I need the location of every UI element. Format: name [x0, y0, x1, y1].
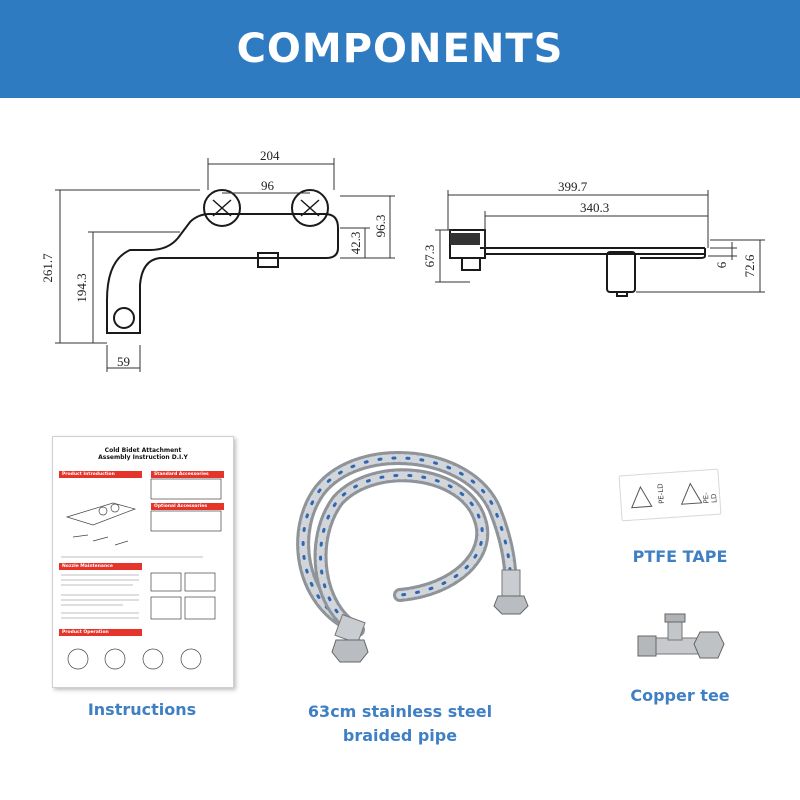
dim-width-inner: 96 [261, 178, 275, 193]
pipe-fitting-right [493, 569, 529, 615]
title-banner: COMPONENTS [0, 0, 800, 98]
section-optional-accessories: Optional Accessories [151, 503, 224, 510]
dim-height-arm: 194.3 [74, 273, 89, 302]
technical-drawings: 204 96 261.7 194.3 96.3 42.3 59 399.7 34… [40, 148, 765, 372]
booklet-title: Cold Bidet Attachment Assembly Instructi… [53, 447, 233, 461]
section-standard-accessories: Standard Accessories [151, 471, 224, 478]
copper-tee-image [637, 613, 725, 659]
dim-width-outer: 204 [260, 148, 280, 163]
section-product-operation: Product Operation [59, 629, 142, 636]
front-view-dimensions [55, 158, 395, 372]
booklet-title-line2: Assembly Instruction D.I.Y [98, 454, 188, 461]
caption-ptfe-tape: PTFE TAPE [632, 547, 728, 566]
tape-label-right: PE-LD [701, 492, 719, 504]
dim-length-arm: 340.3 [580, 200, 609, 215]
dim-height-right: 72.6 [742, 254, 757, 277]
dim-length-total: 399.7 [558, 179, 588, 194]
caption-copper-tee: Copper tee [630, 686, 730, 705]
caption-instructions: Instructions [87, 700, 197, 719]
recycle-icon [631, 482, 703, 509]
booklet-title-line1: Cold Bidet Attachment [104, 447, 182, 454]
instructions-booklet: Cold Bidet Attachment Assembly Instructi… [52, 436, 234, 688]
dim-base-width: 59 [117, 354, 130, 369]
caption-pipe-line1: 63cm stainless steel [307, 702, 493, 721]
front-view-drawing [106, 189, 339, 334]
section-product-intro: Product Introduction [59, 471, 142, 478]
booklet-illustrations [61, 478, 222, 670]
tape-label-left: PE-LD [656, 483, 666, 505]
braided-pipe-image [296, 450, 529, 663]
side-view-dimensions [435, 190, 765, 293]
dim-height-left: 67.3 [422, 245, 437, 268]
dim-height-total: 261.7 [40, 253, 55, 283]
banner-title: COMPONENTS [236, 26, 564, 72]
section-nozzle-maintenance: Nozzle Maintenance [59, 563, 142, 570]
caption-pipe-line2: braided pipe [342, 726, 458, 745]
caption-pipe: 63cm stainless steel braided pipe [290, 700, 510, 748]
dim-height-small: 42.3 [348, 232, 363, 255]
dim-height-knob: 96.3 [373, 215, 388, 238]
side-view-drawing [449, 229, 706, 297]
dim-gap: 6 [714, 261, 729, 268]
pipe-fitting-left [331, 613, 369, 663]
ptfe-tape-image: PE-LD PE-LD [618, 468, 722, 522]
